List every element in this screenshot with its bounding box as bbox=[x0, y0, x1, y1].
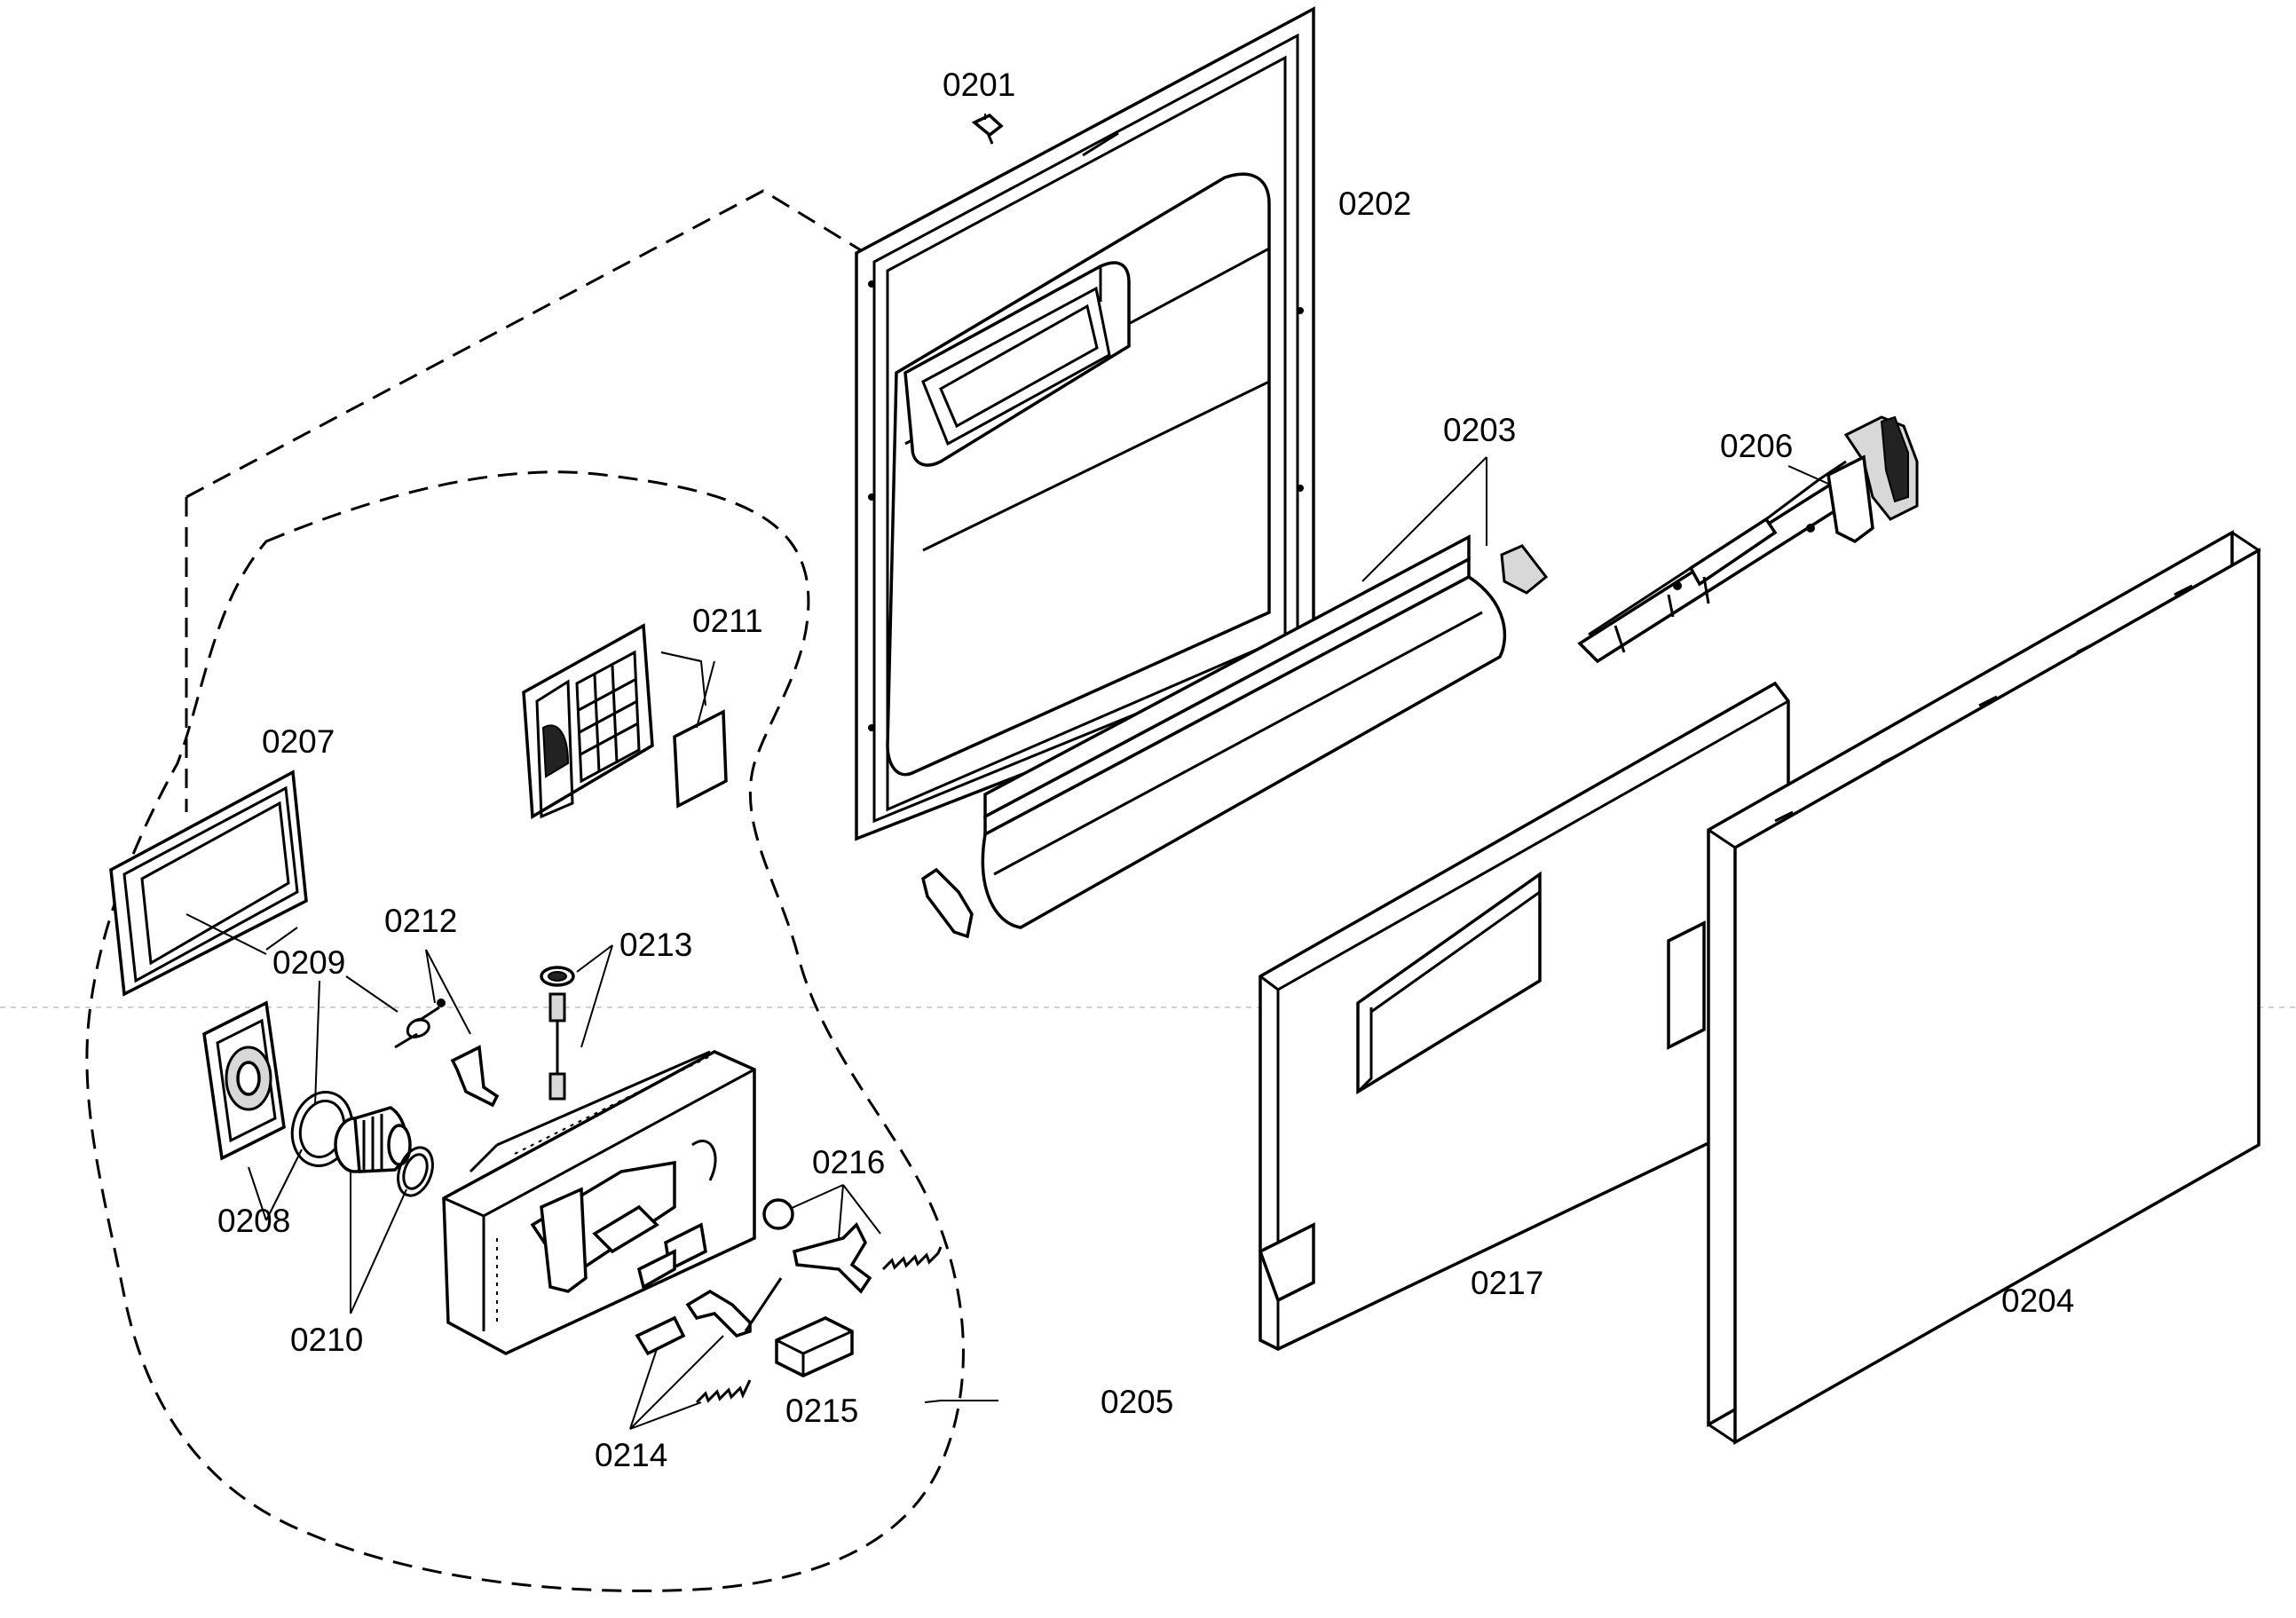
dispenser-window bbox=[903, 261, 1131, 467]
label-0205: 0205 bbox=[1101, 1384, 1173, 1420]
lever-0214 bbox=[685, 1277, 783, 1338]
spring-0209 bbox=[394, 998, 446, 1049]
label-0211: 0211 bbox=[692, 603, 763, 639]
label-0212: 0212 bbox=[384, 903, 457, 939]
dispenser-housing bbox=[442, 1050, 756, 1355]
label-0201: 0201 bbox=[943, 67, 1015, 103]
label-0209: 0209 bbox=[272, 944, 345, 981]
label-0216: 0216 bbox=[812, 1144, 885, 1180]
float-valve-0213 bbox=[540, 966, 575, 1101]
hinge-bracket-0206 bbox=[1577, 415, 1919, 664]
dispenser-lid-0208 bbox=[202, 1000, 286, 1161]
float-ball-0216 bbox=[762, 1198, 794, 1230]
inner-door-0202 bbox=[855, 6, 1315, 841]
spring-0214 bbox=[695, 1379, 752, 1404]
outer-panel-0204 bbox=[1707, 529, 2261, 1446]
label-0213: 0213 bbox=[619, 927, 692, 963]
filter-grid-0211 bbox=[522, 623, 728, 819]
label-0210: 0210 bbox=[290, 1322, 363, 1358]
window-frame-0207 bbox=[109, 770, 308, 997]
control-panel-0217 bbox=[1258, 681, 1790, 1351]
label-0217: 0217 bbox=[1471, 1265, 1543, 1301]
assembly-0205-outline bbox=[85, 470, 965, 1592]
label-0208: 0208 bbox=[217, 1203, 290, 1239]
latch-block-0215 bbox=[775, 1316, 854, 1377]
leader-lines bbox=[248, 114, 1829, 1430]
bottom-rail-0203 bbox=[921, 534, 1549, 939]
label-0204: 0204 bbox=[2001, 1283, 2074, 1319]
o-ring-0210 bbox=[397, 1146, 434, 1197]
slider-0214 bbox=[635, 1315, 686, 1356]
latch-0216 bbox=[792, 1222, 872, 1294]
rinse-cap-0210 bbox=[334, 1106, 412, 1173]
assembly-leader-line bbox=[185, 189, 866, 499]
lever-0212 bbox=[450, 1045, 500, 1108]
spring-0216 bbox=[881, 1246, 943, 1271]
screw-0201 bbox=[971, 113, 1004, 145]
label-0202: 0202 bbox=[1338, 185, 1411, 222]
label-0206: 0206 bbox=[1720, 428, 1793, 464]
label-0203: 0203 bbox=[1443, 412, 1516, 448]
label-0215: 0215 bbox=[785, 1393, 858, 1429]
label-0214: 0214 bbox=[595, 1437, 667, 1473]
label-0207: 0207 bbox=[262, 723, 335, 760]
